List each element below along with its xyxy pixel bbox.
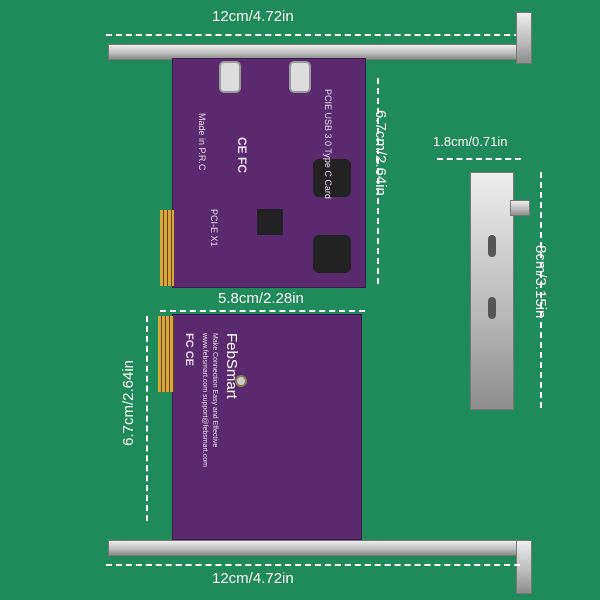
pcb-back: FebSmart Make Connection Easy and Effect… (172, 314, 362, 540)
cert-marks-back: FC CE (183, 333, 195, 366)
bracket-width-line (437, 158, 521, 160)
product-text: PCIE USB 3.0 Type C Card (323, 89, 333, 199)
board-width-line (160, 310, 365, 312)
bracket-width-label: 1.8cm/0.71in (433, 134, 508, 149)
top-length-label: 12cm/4.72in (212, 8, 294, 25)
bracket-height-label: 8cm/3.15in (532, 245, 549, 319)
top-height-line (377, 78, 379, 284)
mount-hole (235, 375, 247, 387)
usb-c-port-2 (289, 61, 311, 93)
pcb-front: PCIE USB 3.0 Type C Card Made in P.R.C P… (172, 58, 366, 288)
bracket-height-line (540, 172, 542, 408)
pcie-contacts-bottom (158, 316, 174, 392)
low-profile-bracket-tab (510, 200, 530, 216)
usb-c-port-1 (219, 61, 241, 93)
top-height-label: 6.7cm/2.64in (372, 110, 389, 196)
interface-text: PCI-E X1 (209, 209, 219, 247)
bottom-length-label: 12cm/4.72in (212, 570, 294, 587)
brand-logo: FebSmart (223, 333, 240, 399)
origin-text: Made in P.R.C (197, 113, 207, 171)
inductor-1 (313, 159, 351, 197)
top-bracket (108, 44, 530, 60)
controller-chip (257, 209, 283, 235)
contact-text: www.febsmart.com support@febsmart.com (201, 333, 208, 467)
low-profile-bracket (470, 172, 514, 410)
bottom-height-label: 6.7cm/2.64in (120, 360, 137, 446)
bottom-length-line (106, 564, 520, 566)
inductor-2 (313, 235, 351, 273)
pcie-contacts-top (160, 210, 174, 286)
board-width-label: 5.8cm/2.28in (218, 290, 304, 307)
tagline-text: Make Connection Easy and Effective (211, 333, 218, 448)
bottom-bracket (108, 540, 530, 556)
port-cutout-1 (488, 235, 496, 257)
top-length-line (106, 34, 520, 36)
port-cutout-2 (488, 297, 496, 319)
bottom-bracket-tab (516, 540, 532, 594)
bottom-height-line (146, 316, 148, 521)
cert-marks: CE FC (235, 137, 249, 173)
top-bracket-tab (516, 12, 532, 64)
